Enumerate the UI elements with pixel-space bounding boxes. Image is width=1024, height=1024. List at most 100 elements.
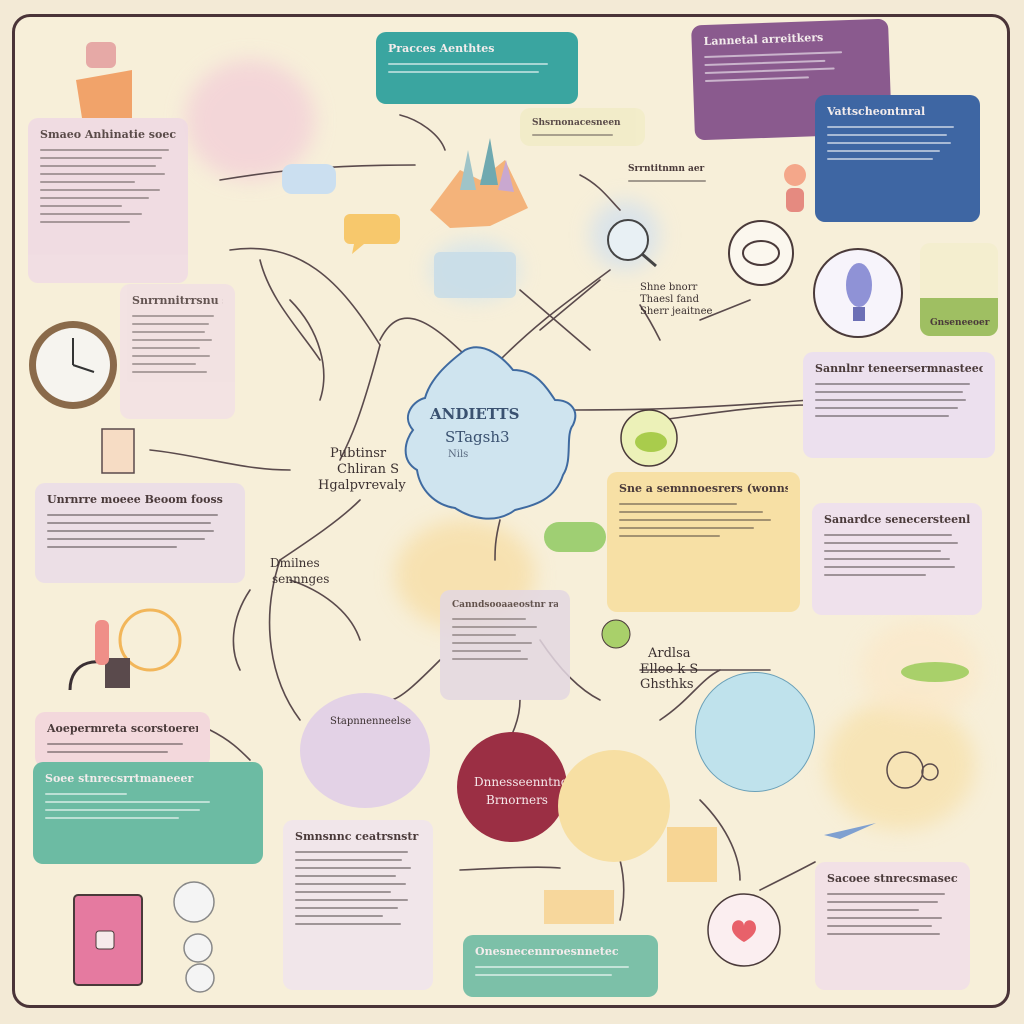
card-right-lavender-1[interactable]: Sannlnr teneersermnasteecl bbox=[803, 352, 995, 458]
card-left-bottom-teal[interactable]: Soee stnrecsrrtmaneeer bbox=[33, 762, 263, 864]
card-right-lavender-2[interactable]: Sanardce senecersteenl bbox=[812, 503, 982, 615]
left-hub-label-3: Hgalpvrevaly bbox=[318, 478, 406, 493]
connector bbox=[389, 659, 441, 701]
left-hub-label-1: Pubtinsr bbox=[330, 446, 387, 461]
connector bbox=[459, 866, 561, 871]
connector bbox=[539, 279, 601, 331]
connector bbox=[699, 799, 741, 881]
central-node-shape bbox=[404, 346, 577, 520]
cloud-note-icon bbox=[282, 164, 336, 194]
card-title: Sne a semnnoesrers (wonnse bbox=[619, 482, 788, 495]
note-top-mid[interactable]: Shsrnonacesneen bbox=[520, 108, 645, 146]
circle-maroon-label-1: Dnnesseenntng bbox=[474, 775, 569, 789]
card-title: Unrnrre moeee Beoom fooss bbox=[47, 493, 223, 506]
rocket-sketch-icon bbox=[886, 751, 939, 789]
connector bbox=[279, 499, 361, 561]
magnifier-globe-icon bbox=[607, 219, 657, 268]
card-title: Sacoee stnrecsmasecnoer bbox=[827, 872, 958, 885]
card-bottom-right[interactable]: Sacoee stnrecsmasecnoer bbox=[815, 862, 970, 990]
connector bbox=[259, 259, 321, 361]
sticky-note-green[interactable]: Gnseneeoer bbox=[920, 243, 998, 336]
card-title: Sanardce senecersteenl bbox=[824, 513, 970, 526]
card-title: Aoepermreta scorstoerer bbox=[47, 722, 198, 735]
card-left-bottom-pink[interactable]: Aoepermreta scorstoerer bbox=[35, 712, 210, 767]
connector bbox=[619, 859, 625, 921]
connector bbox=[289, 299, 325, 401]
connector bbox=[579, 174, 621, 211]
connector bbox=[268, 559, 301, 721]
connector bbox=[499, 269, 611, 361]
connector bbox=[232, 589, 251, 671]
card-bottom-teal[interactable]: Onesnecennroesnnetec bbox=[463, 935, 658, 997]
blue-note-icon bbox=[434, 252, 516, 298]
figure-icon bbox=[784, 164, 806, 212]
green-lens-icon bbox=[620, 409, 678, 467]
connector bbox=[519, 289, 591, 351]
connector bbox=[659, 669, 721, 721]
cup-icon bbox=[101, 428, 135, 474]
circle-lavender-label: Stapnnenneelse bbox=[330, 716, 411, 727]
circle-yellow-node[interactable] bbox=[558, 750, 670, 862]
card-left-grey[interactable]: Unrnrre moeee Beoom fooss bbox=[35, 483, 245, 583]
right-hub-label-3: Ghsthks bbox=[640, 677, 694, 692]
card-top-teal[interactable]: Pracces Aenthtes bbox=[376, 32, 578, 104]
bowl-icon bbox=[901, 662, 969, 682]
connector bbox=[229, 247, 381, 346]
lightbulb-icon bbox=[813, 248, 903, 338]
card-title: Snrrnnitrrsnu sanwor bbox=[132, 294, 223, 307]
top-right-note-3: Sherr jeaitnee bbox=[640, 306, 713, 317]
card-bottom-center[interactable]: Smnsnnc ceatrsnstr bbox=[283, 820, 433, 990]
clock-icon bbox=[29, 321, 117, 409]
central-title: ANDIETTS bbox=[430, 405, 520, 423]
heart-circle-icon bbox=[707, 893, 781, 967]
paper-stack-icon bbox=[544, 890, 614, 924]
top-right-note-2: Thaesl fand bbox=[640, 294, 700, 305]
card-title: Gnseneeoer bbox=[930, 318, 990, 328]
crystal-cluster-icon bbox=[430, 138, 528, 228]
card-title: Pracces Aenthtes bbox=[388, 42, 495, 55]
tools-icon bbox=[68, 608, 182, 691]
connector bbox=[759, 861, 816, 891]
card-title: Soee stnrecsrrtmaneeer bbox=[45, 772, 194, 785]
connector bbox=[339, 344, 381, 461]
circle-globe-node[interactable] bbox=[695, 672, 815, 792]
card-title: Onesnecennroesnnetec bbox=[475, 945, 619, 958]
connector bbox=[149, 449, 291, 471]
connector bbox=[699, 299, 751, 321]
connector bbox=[289, 579, 361, 641]
yellow-tag-icon bbox=[667, 827, 717, 882]
connector bbox=[379, 317, 471, 361]
card-title: Vattscheontnral bbox=[827, 105, 926, 118]
connector bbox=[574, 399, 811, 411]
sticky-pad-icon bbox=[76, 42, 132, 118]
connector bbox=[209, 729, 251, 761]
lower-left-label-1: Dmilnes bbox=[270, 556, 320, 570]
central-note: Nils bbox=[448, 449, 469, 460]
circle-lavender-node[interactable] bbox=[300, 693, 430, 808]
card-top-blue[interactable]: Vattscheontnral bbox=[815, 95, 980, 222]
plane-icon bbox=[824, 823, 876, 839]
speech-bubble-icon bbox=[344, 214, 400, 254]
circle-maroon-node[interactable] bbox=[457, 732, 567, 842]
green-bubble-icon bbox=[544, 522, 606, 552]
note-mid-left-list[interactable]: Canndsooaaeostnr rasomner bbox=[440, 590, 570, 700]
pink-blob bbox=[185, 60, 315, 180]
card-left-pink-2[interactable]: Snrrnnitrrsnu sanwor bbox=[120, 284, 235, 419]
card-title: Lannetal arreitkers bbox=[703, 30, 824, 49]
sticky-band bbox=[920, 298, 998, 336]
connector bbox=[399, 114, 446, 151]
card-title: Smnsnnc ceatrsnstr bbox=[295, 830, 419, 843]
circle-maroon-label-2: Brnorners bbox=[486, 793, 548, 807]
card-left-pink-1[interactable]: Smaeo Anhinatie soeceet bbox=[28, 118, 188, 283]
central-subtitle: STagsh3 bbox=[445, 428, 510, 446]
lower-left-label-2: sennnges bbox=[272, 572, 330, 586]
card-center-yellow[interactable]: Sne a semnnoesrers (wonnse bbox=[607, 472, 800, 612]
note-right-small[interactable]: Srrntitnmn aer bbox=[620, 160, 740, 194]
card-title: Smaeo Anhinatie soeceet bbox=[40, 128, 176, 141]
left-hub-label-2: Chliran S bbox=[337, 462, 400, 477]
right-hub-label-1: Ardlsa bbox=[648, 646, 691, 661]
note-title: Srrntitnmn aer bbox=[628, 164, 705, 174]
note-title: Canndsooaaeostnr rasomner bbox=[452, 600, 558, 610]
